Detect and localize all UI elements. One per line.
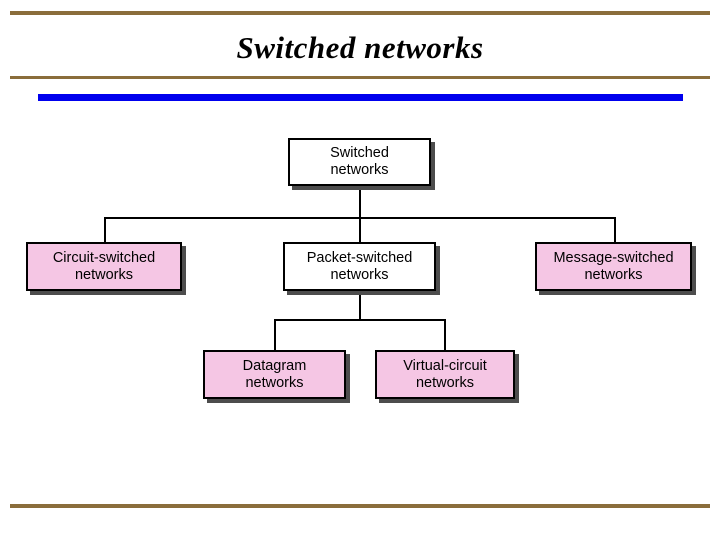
node-datagram-networks-line2: networks (245, 374, 304, 391)
node-message-switched-networks-line2: networks (584, 266, 643, 283)
edge-level2-bus (274, 319, 445, 321)
node-packet-switched-networks-line1: Packet-switched (306, 249, 413, 266)
page-title: Switched networks (236, 30, 484, 65)
node-switched-networks[interactable]: Switched networks (288, 138, 431, 186)
edge-to-packet (359, 217, 361, 244)
node-virtual-circuit-networks[interactable]: Virtual-circuit networks (375, 350, 515, 399)
node-packet-switched-networks[interactable]: Packet-switched networks (283, 242, 436, 291)
edge-packet-stem (359, 288, 361, 320)
node-switched-networks-line2: networks (330, 162, 389, 178)
node-switched-networks-line1: Switched (330, 145, 389, 161)
node-message-switched-networks[interactable]: Message-switched networks (535, 242, 692, 291)
node-circuit-switched-networks-line2: networks (74, 266, 134, 283)
bottom-divider-rule (10, 504, 710, 508)
node-datagram-networks[interactable]: Datagram networks (203, 350, 346, 399)
edge-to-message (614, 217, 616, 244)
node-datagram-networks-line1: Datagram (242, 357, 307, 374)
edge-to-circuit (104, 217, 106, 244)
edge-to-virtual (444, 319, 446, 351)
node-circuit-switched-networks[interactable]: Circuit-switched networks (26, 242, 182, 291)
blue-accent-rule (38, 94, 683, 101)
top-divider-rule (10, 11, 710, 15)
node-circuit-switched-networks-line1: Circuit-switched (52, 249, 156, 266)
switched-networks-tree-diagram: Switched networks Circuit-switched netwo… (0, 110, 720, 440)
edge-to-datagram (274, 319, 276, 351)
node-virtual-circuit-networks-line1: Virtual-circuit (403, 357, 487, 374)
node-packet-switched-networks-line2: networks (330, 266, 389, 283)
node-virtual-circuit-networks-line2: networks (415, 374, 475, 391)
title-divider-rule (10, 76, 710, 79)
node-message-switched-networks-line1: Message-switched (553, 249, 674, 266)
edge-root-stem (359, 185, 361, 218)
